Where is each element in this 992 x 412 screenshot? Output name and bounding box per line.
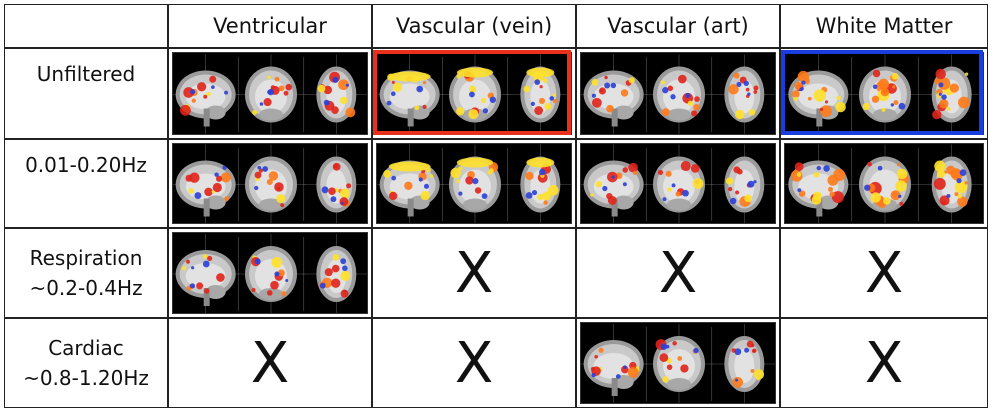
column-header-white-matter: White Matter: [780, 4, 988, 48]
axial-view-slice: [506, 144, 571, 223]
sagittal-view-slice: [173, 144, 240, 223]
coronal-view-slice: [237, 234, 305, 313]
cell-0-01-0-20hz-vascular-art: [576, 139, 780, 228]
row-label-0-01-0-20hz: 0.01-0.20Hz: [4, 139, 168, 228]
column-header-ventricular: Ventricular: [168, 4, 372, 48]
cell-respiration-vascular-vein: X: [372, 228, 576, 318]
cell-respiration-vascular-art: X: [576, 228, 780, 318]
cell-unfiltered-vascular-art: [576, 48, 780, 139]
coronal-view-slice: [851, 54, 919, 134]
column-header-vascular-art: Vascular (art): [576, 4, 780, 48]
cell-unfiltered-white-matter: [780, 48, 988, 139]
sagittal-view-slice: [173, 54, 240, 134]
cell-unfiltered-ventricular: [168, 48, 372, 139]
axial-view-slice: [917, 144, 983, 223]
row-label-line: Respiration: [29, 246, 143, 270]
axial-view-slice: [506, 54, 571, 134]
brain-map-panel: [172, 52, 368, 135]
sagittal-view-slice: [785, 144, 853, 223]
axial-view-slice: [710, 144, 775, 223]
sagittal-view-slice: [785, 54, 853, 134]
cell-cardiac-vascular-vein: X: [372, 318, 576, 408]
sagittal-view-slice: [581, 324, 648, 403]
brain-map-panel: [172, 143, 368, 224]
row-label-line: ~0.8-1.20Hz: [23, 366, 149, 390]
axial-view-slice: [710, 324, 775, 403]
coronal-view-slice: [851, 144, 919, 223]
cell-0-01-0-20hz-white-matter: [780, 139, 988, 228]
axial-view-slice: [710, 54, 775, 134]
sagittal-view-slice: [581, 144, 648, 223]
brain-map-panel: [784, 143, 984, 224]
not-applicable-x-mark: X: [250, 330, 290, 396]
brain-map-panel: [376, 143, 572, 224]
row-label-cardiac: Cardiac ~0.8-1.20Hz: [4, 318, 168, 408]
not-applicable-x-mark: X: [864, 240, 904, 306]
brain-map-panel: [580, 52, 776, 135]
coronal-view-slice: [645, 324, 713, 403]
axial-view-slice: [917, 54, 983, 134]
row-label-line: 0.01-0.20Hz: [25, 153, 147, 177]
sagittal-view-slice: [581, 54, 648, 134]
not-applicable-x-mark: X: [454, 330, 494, 396]
row-label-line: ~0.2-0.4Hz: [29, 276, 143, 300]
coronal-view-slice: [645, 144, 713, 223]
not-applicable-x-mark: X: [864, 330, 904, 396]
coronal-view-slice: [645, 54, 713, 134]
brain-map-panel: [580, 143, 776, 224]
cell-0-01-0-20hz-ventricular: [168, 139, 372, 228]
sagittal-view-slice: [173, 234, 240, 313]
axial-view-slice: [302, 54, 367, 134]
not-applicable-x-mark: X: [658, 240, 698, 306]
row-label-respiration: Respiration ~0.2-0.4Hz: [4, 228, 168, 318]
row-label-line: Unfiltered: [36, 62, 136, 86]
cell-unfiltered-vascular-vein: [372, 48, 576, 139]
cell-cardiac-white-matter: X: [780, 318, 988, 408]
cell-respiration-ventricular: [168, 228, 372, 318]
not-applicable-x-mark: X: [454, 240, 494, 306]
cell-respiration-white-matter: X: [780, 228, 988, 318]
brain-map-panel: [172, 232, 368, 314]
cell-cardiac-vascular-art: [576, 318, 780, 408]
column-header-vascular-vein: Vascular (vein): [372, 4, 576, 48]
sagittal-view-slice: [377, 54, 444, 134]
cell-0-01-0-20hz-vascular-vein: [372, 139, 576, 228]
coronal-view-slice: [237, 54, 305, 134]
coronal-view-slice: [441, 54, 509, 134]
brain-map-panel: [580, 322, 776, 404]
axial-view-slice: [302, 144, 367, 223]
sagittal-view-slice: [377, 144, 444, 223]
row-label-unfiltered: Unfiltered: [4, 48, 168, 139]
row-label-line: Cardiac: [48, 336, 124, 360]
brain-map-panel: [784, 52, 984, 135]
coronal-view-slice: [441, 144, 509, 223]
coronal-view-slice: [237, 144, 305, 223]
brain-map-panel: [376, 52, 572, 135]
header-corner-cell: [4, 4, 168, 48]
axial-view-slice: [302, 234, 367, 313]
cell-cardiac-ventricular: X: [168, 318, 372, 408]
